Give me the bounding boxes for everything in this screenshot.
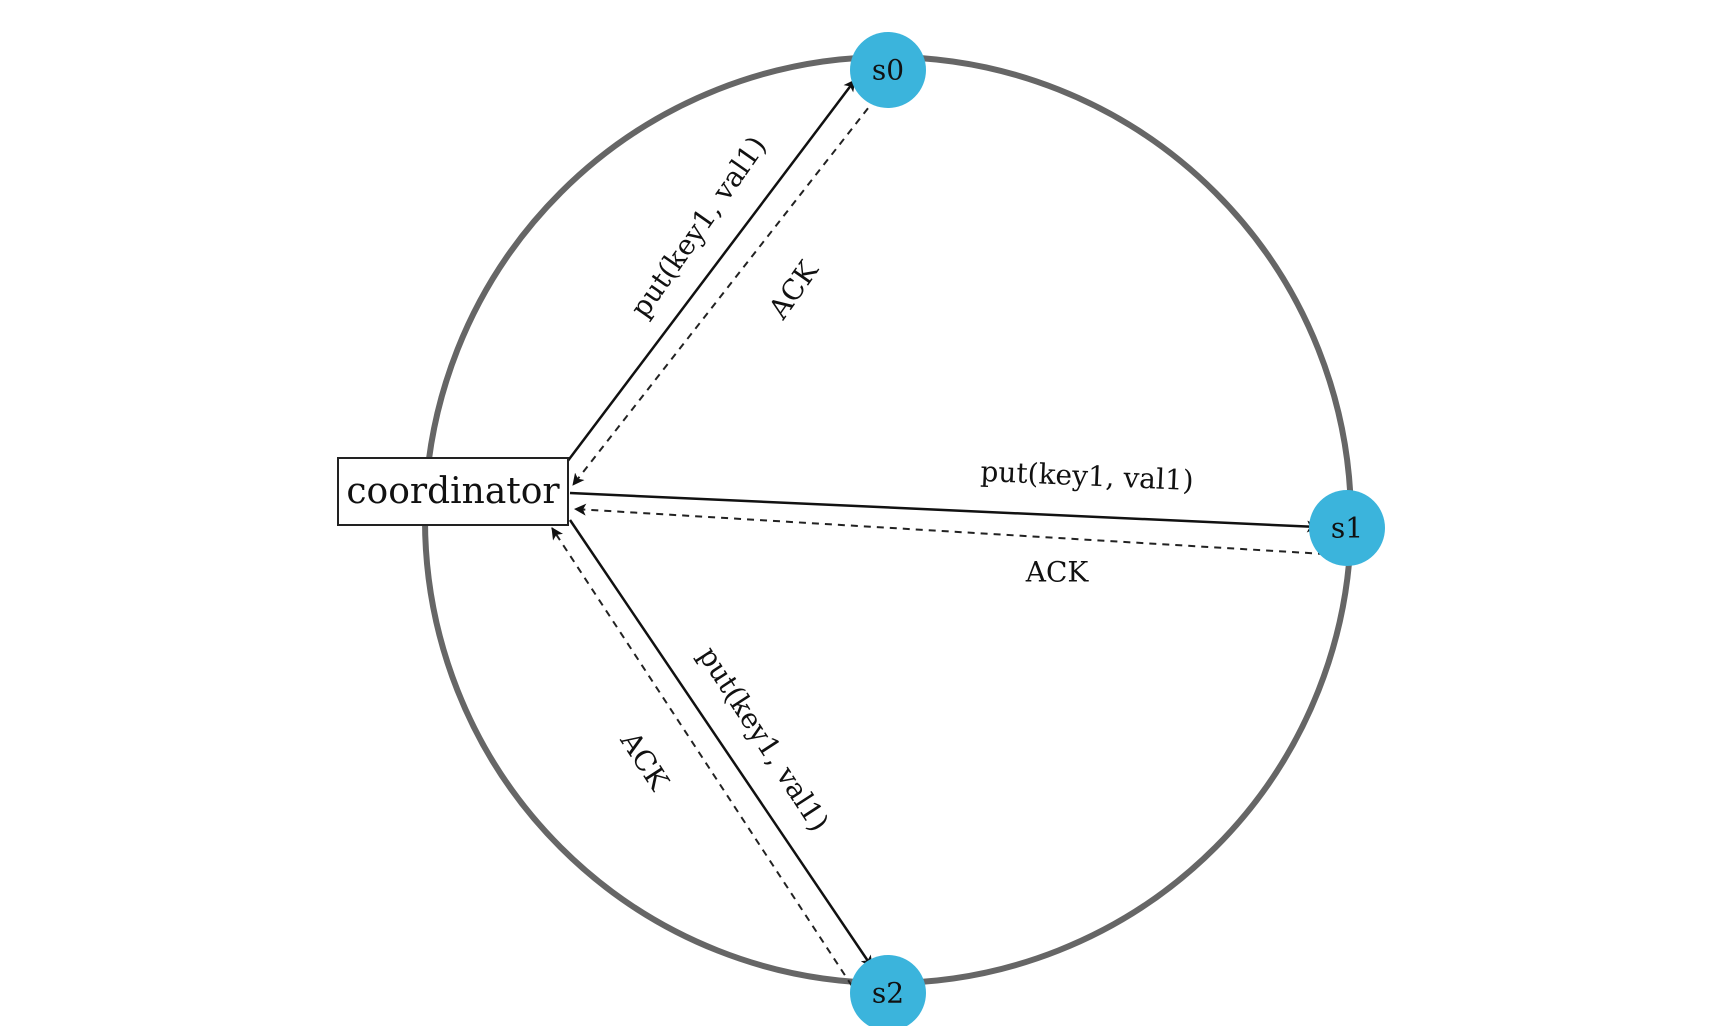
node-s1-circle <box>1309 490 1385 566</box>
put-arrow-s2 <box>568 519 874 968</box>
node-s1: s1 <box>1309 490 1385 566</box>
ack-label-s0: ACK <box>761 254 825 326</box>
ack-arrow-s1 <box>574 503 1326 555</box>
ack-label-s1: ACK <box>1025 556 1090 589</box>
node-s2: s2 <box>850 955 926 1026</box>
node-s2-circle <box>850 955 926 1026</box>
put-arrow-s0 <box>566 79 856 463</box>
put-arrow-s1 <box>569 491 1319 533</box>
coordinator-label: coordinator <box>346 471 560 512</box>
put-label-s0: put(key1, val1) <box>624 130 773 324</box>
ack-arrow-s2 <box>551 527 853 987</box>
coordinator-node: coordinator <box>337 457 569 526</box>
node-s0-label: s0 <box>872 54 904 87</box>
ack-arrow-s0 <box>572 97 877 486</box>
coordinator-box <box>337 457 569 526</box>
put-label-s1: put(key1, val1) <box>980 455 1195 497</box>
node-s0-circle <box>850 32 926 108</box>
ack-label-s2: ACK <box>613 725 676 797</box>
node-s0: s0 <box>850 32 926 108</box>
node-s1-label: s1 <box>1331 512 1363 545</box>
node-s2-label: s2 <box>872 977 904 1010</box>
